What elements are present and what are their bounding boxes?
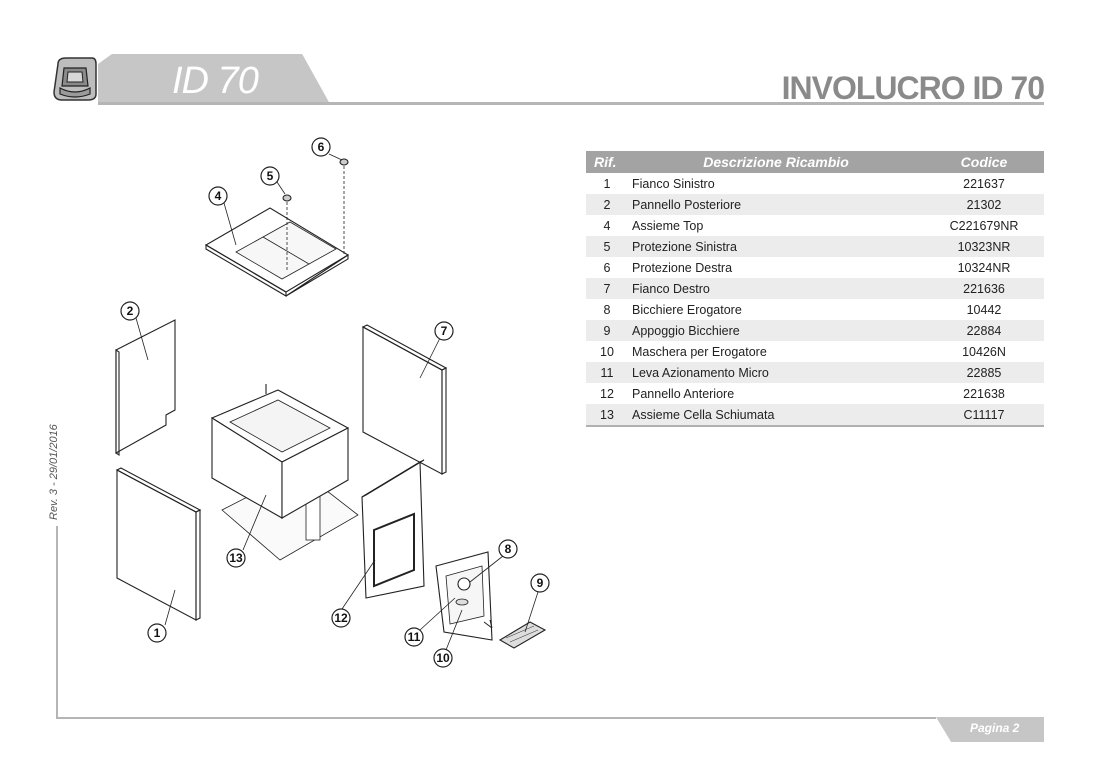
callout-label: 9 <box>537 576 544 590</box>
callout-label: 11 <box>408 630 421 644</box>
cell-rif: 1 <box>603 176 611 191</box>
cell-rif: 11 <box>586 362 628 383</box>
part-foam-cell <box>210 384 359 561</box>
cell-rif: 9 <box>586 320 628 341</box>
table-row: 10 Maschera per Erogatore 10426N <box>586 341 1044 362</box>
cell-rif: 10 <box>600 344 614 359</box>
header-rule <box>98 102 1044 105</box>
header-tab <box>98 54 330 104</box>
table-row: 12 Pannello Anteriore 221638 <box>586 383 1044 404</box>
callout-8: 8 <box>498 539 518 559</box>
cell-desc: Pannello Anteriore <box>632 386 735 401</box>
part-protection-caps <box>282 158 349 270</box>
callout-12: 12 <box>331 608 351 628</box>
side-rule <box>56 526 58 719</box>
cell-code: 22884 <box>924 320 1044 341</box>
table-row: 1 Fianco Sinistro 221637 <box>586 173 1044 194</box>
page-number: Pagina 2 <box>970 721 1020 735</box>
callout-10: 10 <box>433 648 453 668</box>
part-left-side <box>115 467 202 621</box>
cell-rif: 13 <box>586 404 628 427</box>
cell-desc: Pannello Posteriore <box>628 194 924 215</box>
part-dispenser <box>435 551 493 641</box>
callout-label: 12 <box>334 611 348 625</box>
cell-rif: 8 <box>603 302 611 317</box>
cell-code: 22885 <box>924 362 1044 383</box>
cell-code: 10442 <box>966 302 1002 317</box>
callout-13: 13 <box>226 548 246 568</box>
callout-label: 6 <box>318 140 325 154</box>
part-right-side <box>361 324 448 475</box>
cell-code: 10426N <box>962 344 1006 359</box>
cell-code: C221679NR <box>949 218 1019 233</box>
page-title: INVOLUCRO ID 70 <box>781 70 1045 106</box>
callout-label: 8 <box>505 542 512 556</box>
table-row: 6 Protezione Destra 10324NR <box>586 257 1044 278</box>
callout-11: 11 <box>404 627 424 647</box>
cell-desc: Maschera per Erogatore <box>632 344 767 359</box>
footer-tab <box>936 717 1044 742</box>
callout-label: 10 <box>436 651 450 665</box>
cell-rif: 5 <box>586 236 628 257</box>
cell-code: 21302 <box>924 194 1044 215</box>
table-row: 4 Assieme Top C221679NR <box>586 215 1044 236</box>
callout-label: 2 <box>127 304 134 318</box>
cell-desc: Fianco Destro <box>628 278 924 299</box>
col-header-description: Descrizione Ricambio <box>628 151 924 173</box>
machine-logo-icon <box>53 57 97 101</box>
callout-label: 4 <box>215 189 222 203</box>
cell-code: C11117 <box>924 404 1044 427</box>
cell-desc: Appoggio Bicchiere <box>628 320 924 341</box>
cell-rif: 6 <box>603 260 611 275</box>
callout-7: 7 <box>434 321 454 341</box>
col-header-code: Codice <box>924 151 1044 173</box>
cell-code: 10323NR <box>924 236 1044 257</box>
exploded-diagram: 1 2 4 5 6 7 8 9 10 11 12 13 <box>115 137 550 668</box>
callout-5: 5 <box>260 166 280 186</box>
callout-9: 9 <box>530 573 550 593</box>
part-front-panel <box>361 459 425 599</box>
callout-1: 1 <box>147 623 167 643</box>
cell-desc: Bicchiere Erogatore <box>632 302 742 317</box>
callout-6: 6 <box>311 137 331 157</box>
callout-label: 7 <box>441 324 448 338</box>
cell-code: 221638 <box>963 386 1005 401</box>
cell-rif: 2 <box>586 194 628 215</box>
cell-code: 221637 <box>963 176 1005 191</box>
cell-desc: Protezione Destra <box>632 260 733 275</box>
revision-label: Rev. 3 - 29/01/2016 <box>48 424 60 520</box>
leader-lines <box>135 153 539 651</box>
callout-label: 13 <box>229 551 243 565</box>
col-header-rif: Rif. <box>586 151 628 173</box>
cell-rif: 7 <box>586 278 628 299</box>
cell-desc: Leva Azionamento Micro <box>628 362 924 383</box>
cell-desc: Protezione Sinistra <box>628 236 924 257</box>
part-cup-rest <box>498 621 547 649</box>
table-row: 8 Bicchiere Erogatore 10442 <box>586 299 1044 320</box>
cell-desc: Assieme Cella Schiumata <box>628 404 924 427</box>
cell-rif: 12 <box>600 386 614 401</box>
callout-label: 1 <box>154 626 161 640</box>
callout-4: 4 <box>208 186 228 206</box>
cell-code: 10324NR <box>957 260 1011 275</box>
bottom-rule <box>56 717 936 719</box>
table-header-row: Rif. Descrizione Ricambio Codice <box>586 151 1044 173</box>
callout-label: 5 <box>267 169 274 183</box>
cell-code: 221636 <box>924 278 1044 299</box>
part-top-assembly <box>204 207 350 297</box>
cell-rif: 4 <box>603 218 611 233</box>
cell-desc: Fianco Sinistro <box>632 176 715 191</box>
cell-desc: Assieme Top <box>632 218 704 233</box>
part-rear-panel <box>115 319 176 457</box>
callout-2: 2 <box>120 301 140 321</box>
model-name: ID 70 <box>172 60 259 102</box>
